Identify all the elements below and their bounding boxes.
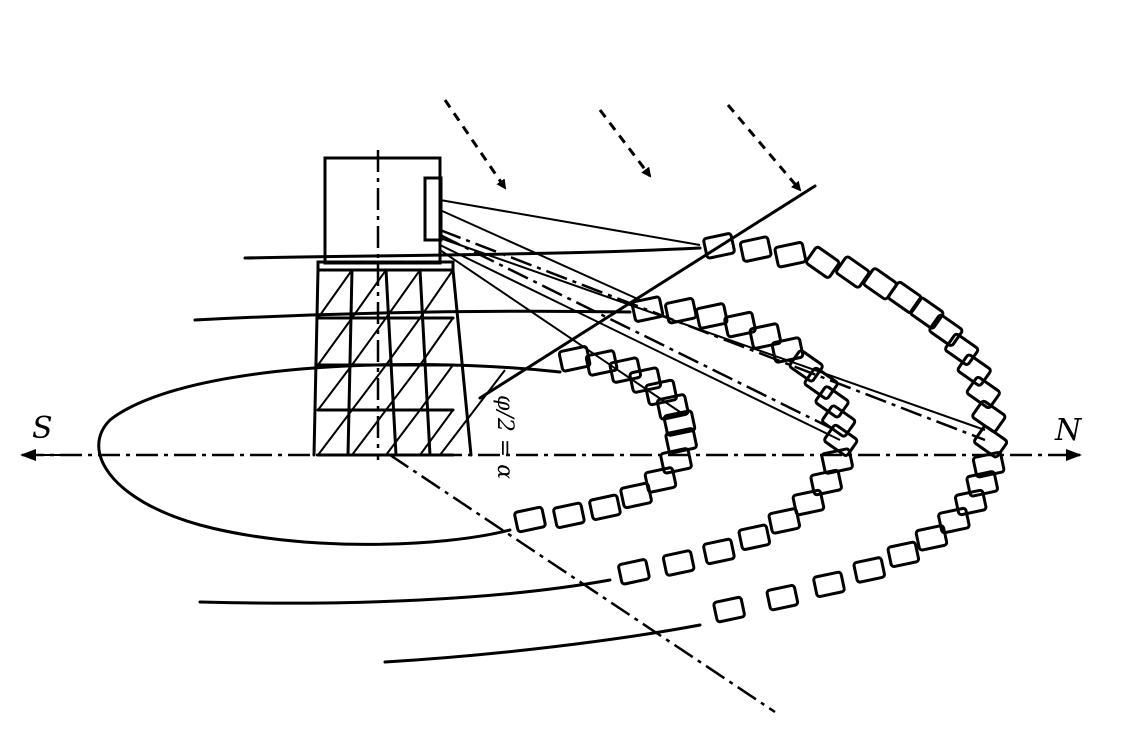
heliostat [823, 423, 859, 457]
heliostat [973, 425, 1009, 459]
heliostat [770, 336, 805, 364]
heliostat [937, 506, 971, 535]
heliostat [584, 349, 619, 377]
heliostat [723, 310, 757, 339]
heliostat [965, 375, 1001, 410]
heliostat-rows [513, 232, 1009, 624]
sun-ray-arrow [598, 109, 652, 178]
heliostat [852, 556, 886, 584]
ground-line [198, 578, 612, 605]
heliostat [588, 493, 622, 521]
heliostat [662, 409, 697, 437]
heliostat [659, 447, 693, 475]
heliostat [928, 313, 964, 347]
angle-annotation: φ/2 = α [492, 395, 517, 479]
heliostat [971, 399, 1007, 433]
heliostat [773, 241, 808, 269]
heliostat [712, 595, 746, 624]
heliostat [617, 558, 651, 586]
tower [312, 150, 473, 460]
sun-direction-line [478, 184, 817, 400]
heliostat [619, 481, 653, 510]
north-label: N [1054, 413, 1083, 448]
heliostat [695, 302, 729, 330]
heliostat [805, 245, 841, 279]
heliostat [765, 583, 800, 612]
heliostat [791, 488, 826, 517]
heliostat [644, 378, 678, 407]
heliostat [552, 501, 586, 530]
heliostat [608, 356, 643, 384]
ground-line [383, 623, 702, 664]
heliostat [909, 296, 945, 330]
heliostat [702, 537, 736, 566]
receiver-aperture [423, 176, 443, 242]
bisector-line [389, 453, 776, 714]
heliostat [914, 524, 949, 552]
south-label: S [32, 411, 53, 446]
heliostat [809, 468, 843, 497]
heliostat [944, 332, 980, 366]
heliostat [814, 385, 850, 419]
reflected-rays [439, 199, 986, 442]
sun-ray-arrow [726, 104, 802, 192]
heliostat [513, 505, 547, 534]
sun-ray-arrow [443, 99, 507, 190]
heliostat [702, 232, 736, 260]
heliostat [738, 235, 773, 263]
construction-line [439, 369, 506, 456]
heliostat [737, 523, 772, 551]
heliostat [886, 540, 921, 569]
receiver-housing [323, 156, 442, 265]
heliostat [655, 393, 690, 421]
heliostat [748, 322, 783, 350]
heliostat [887, 280, 923, 315]
tower-lattice [312, 268, 473, 457]
heliostat [788, 349, 824, 383]
heliostat [812, 570, 846, 599]
heliostat [661, 549, 696, 577]
heliostat [767, 507, 802, 535]
heliostat [953, 488, 988, 517]
heliostat [956, 353, 992, 387]
heliostat [971, 451, 1006, 479]
heliostat [664, 297, 698, 325]
heliostat [820, 447, 854, 475]
heliostat [630, 295, 665, 323]
